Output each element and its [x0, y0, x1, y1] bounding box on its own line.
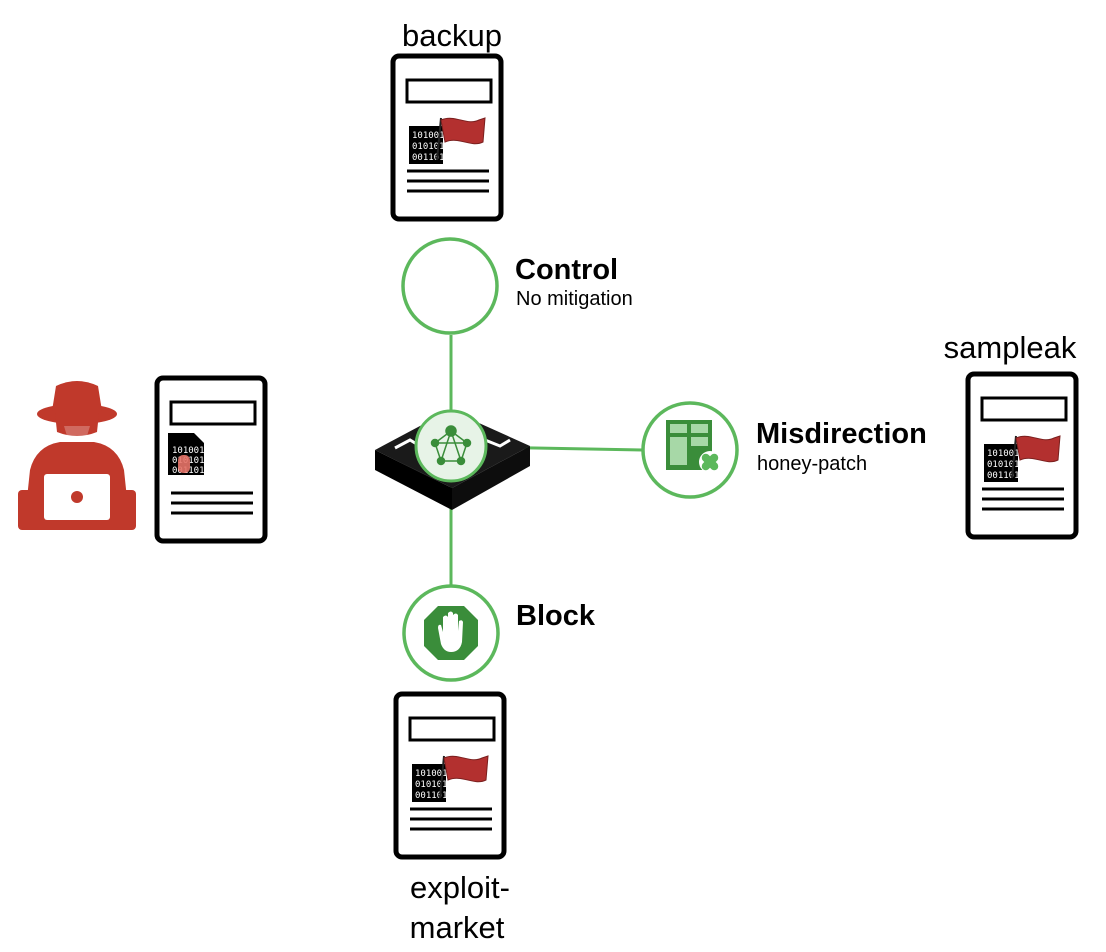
backup-label: backup — [402, 18, 502, 53]
svg-text:010101: 010101 — [987, 460, 1020, 470]
block-title: Block — [516, 600, 596, 632]
network-switch-icon — [375, 409, 530, 510]
control-title: Control — [515, 254, 618, 286]
svg-text:010101: 010101 — [415, 780, 448, 790]
sampleak-label: sampleak — [944, 330, 1077, 365]
control-node — [401, 237, 499, 335]
attacker-icon — [18, 381, 136, 530]
binary-row-1: 101001 — [172, 446, 205, 456]
honey-patch-icon — [666, 420, 721, 473]
svg-text:101001: 101001 — [412, 131, 445, 141]
svg-text:001101: 001101 — [412, 153, 445, 163]
exploit-market-server: 101001 010101 001101 — [396, 694, 504, 857]
exploit-market-label-line1: exploit- — [410, 870, 510, 905]
bug-icon — [178, 455, 190, 473]
svg-text:001101: 001101 — [415, 791, 448, 801]
misdirection-title: Misdirection — [756, 418, 927, 450]
exploit-market-label-line2: market — [410, 910, 505, 945]
backup-server: 101001 010101 001101 — [393, 56, 501, 219]
svg-text:010101: 010101 — [412, 142, 445, 152]
misdirection-node — [641, 401, 739, 499]
stop-hand-icon — [438, 611, 463, 652]
attacker-document: 101001 010101 001101 — [157, 378, 265, 541]
svg-text:101001: 101001 — [987, 449, 1020, 459]
control-subtitle: No mitigation — [516, 288, 633, 310]
sampleak-server: 101001 010101 001101 — [968, 374, 1076, 537]
svg-text:101001: 101001 — [415, 769, 448, 779]
misdirection-subtitle: honey-patch — [757, 453, 867, 475]
svg-text:001101: 001101 — [987, 471, 1020, 481]
block-node — [402, 584, 500, 682]
